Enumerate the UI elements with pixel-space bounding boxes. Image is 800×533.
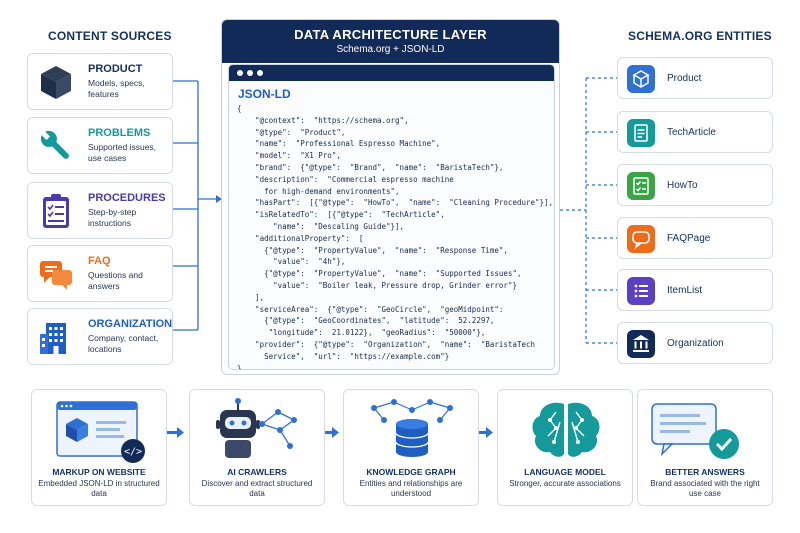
data-architecture-panel: DATA ARCHITECTURE LAYER Schema.org + JSO… — [221, 19, 560, 375]
code-line: for high-demand environments", — [237, 186, 400, 196]
source-description: Company, contact, locations — [88, 333, 159, 354]
source-title: ORGANIZATION — [88, 318, 173, 330]
window-dot-icon — [257, 70, 263, 76]
schema-entities-heading: SCHEMA.ORG ENTITIES — [628, 29, 772, 43]
code-line: "model": "X1 Pro", — [237, 151, 341, 161]
flow-step-title: AI CRAWLERS — [227, 467, 287, 477]
building-icon — [40, 323, 66, 354]
source-card-organization: ORGANIZATION Company, contact, locations — [27, 308, 173, 365]
code-line: { — [237, 104, 242, 113]
list-icon — [627, 277, 655, 305]
flow-step-title: KNOWLEDGE GRAPH — [366, 467, 456, 477]
source-card-product: PRODUCT Models, specs, features — [27, 53, 173, 110]
code-line: {"@type": "PropertyValue", "name": "Supp… — [237, 269, 522, 279]
cube-icon — [41, 66, 71, 99]
entity-label: TechArticle — [667, 127, 716, 138]
source-title: FAQ — [88, 255, 111, 267]
cube-icon — [627, 65, 655, 93]
source-card-problems: PROBLEMS Supported issues, use cases — [27, 117, 173, 174]
code-line: "name": "Descaling Guide"}], — [237, 221, 405, 231]
flow-step-knowledge-graph: KNOWLEDGE GRAPH Entities and relationshi… — [343, 389, 479, 506]
source-description: Supported issues, use cases — [88, 142, 157, 163]
entity-card-product: Product — [617, 57, 773, 99]
code-line: "name": "Professional Espresso Machine", — [237, 139, 441, 149]
entity-card-faqpage: FAQPage — [617, 217, 773, 259]
code-line: "hasPart": [{"@type": "HowTo", "name": "… — [237, 198, 554, 208]
code-line: "provider": {"@type": "Organization", "n… — [237, 339, 536, 349]
code-line: Service", "url": "https://example.com"} — [237, 351, 450, 361]
window-dot-icon — [237, 70, 243, 76]
source-card-procedures: PROCEDURES Step-by-step instructions — [27, 182, 173, 239]
source-card-faq: FAQ Questions and answers — [27, 245, 173, 302]
code-line: {"@type": "PropertyValue", "name": "Resp… — [237, 245, 508, 255]
code-line: "longitude": 21.0122}, "geoRadius": "500… — [237, 328, 486, 338]
entity-card-techarticle: TechArticle — [617, 111, 773, 153]
flow-step-description: Brand associated with the right use case — [650, 479, 760, 498]
code-window-titlebar — [229, 65, 554, 81]
entity-label: Product — [667, 73, 702, 84]
document-icon — [627, 119, 655, 147]
chat-bubbles-icon — [40, 261, 72, 290]
code-line: "@type": "Product", — [237, 127, 346, 137]
entity-label: FAQPage — [667, 233, 711, 244]
entity-card-howto: HowTo — [617, 164, 773, 206]
code-line: "serviceArea": {"@type": "GeoCircle", "g… — [237, 304, 504, 314]
panel-title: DATA ARCHITECTURE LAYER — [294, 27, 487, 42]
entity-card-organization: Organization — [617, 322, 773, 364]
entity-label: ItemList — [667, 285, 703, 296]
clipboard-checklist-icon — [43, 194, 69, 228]
flow-step-title: BETTER ANSWERS — [665, 467, 745, 477]
flow-step-language-model: LANGUAGE MODEL Stronger, accurate associ… — [497, 389, 633, 506]
code-line: ], — [237, 292, 265, 302]
source-description: Models, specs, features — [88, 78, 145, 99]
answer-check-icon — [651, 403, 739, 459]
code-line: "description": "Commercial espresso mach… — [237, 174, 454, 184]
flow-step-crawlers: AI CRAWLERS Discover and extract structu… — [189, 389, 325, 506]
robot-icon — [216, 398, 297, 458]
wrench-icon — [40, 130, 69, 159]
code-line: "@context": "https://schema.org", — [237, 115, 409, 125]
flow-step-better-answers: BETTER ANSWERS Brand associated with the… — [637, 389, 773, 506]
flow-step-description: Entities and relationships are understoo… — [359, 479, 463, 498]
webpage-code-icon: </> — [56, 401, 145, 463]
json-ld-code: { "@context": "https://schema.org", "@ty… — [237, 103, 554, 370]
code-line: } — [237, 363, 242, 370]
brain-icon — [532, 402, 600, 457]
checklist-icon — [627, 172, 655, 200]
flow-step-description: Stronger, accurate associations — [509, 479, 621, 488]
source-title: PROBLEMS — [88, 127, 151, 139]
flow-step-markup: </> MARKUP ON WEBSITE Embedded JSON-LD i… — [31, 389, 167, 506]
source-title: PRODUCT — [88, 63, 143, 75]
bank-icon — [627, 330, 655, 358]
entity-label: Organization — [667, 338, 724, 349]
code-line: "value": "4h"}, — [237, 257, 346, 267]
flow-step-title: MARKUP ON WEBSITE — [52, 467, 146, 477]
entity-label: HowTo — [667, 180, 698, 191]
flow-step-description: Discover and extract structured data — [201, 479, 313, 498]
source-description: Questions and answers — [88, 270, 143, 291]
chat-bubble-icon — [627, 225, 655, 253]
svg-text:</>: </> — [124, 447, 142, 458]
code-line: "additionalProperty": [ — [237, 233, 364, 243]
code-line: "isRelatedTo": [{"@type": "TechArticle", — [237, 210, 445, 220]
entity-card-itemlist: ItemList — [617, 269, 773, 311]
flow-step-description: Embedded JSON-LD in structured data — [38, 479, 160, 498]
code-line: "brand": {"@type": "Brand", "name": "Bar… — [237, 162, 504, 172]
code-line: "value": "Boiler leak, Pressure drop, Gr… — [237, 280, 517, 290]
source-description: Step-by-step instructions — [88, 207, 137, 228]
window-dot-icon — [247, 70, 253, 76]
json-ld-code-window: JSON-LD { "@context": "https://schema.or… — [228, 64, 555, 370]
code-label: JSON-LD — [238, 87, 291, 101]
source-title: PROCEDURES — [88, 192, 166, 204]
flow-step-title: LANGUAGE MODEL — [524, 467, 606, 477]
panel-header: DATA ARCHITECTURE LAYER Schema.org + JSO… — [222, 20, 559, 63]
code-line: {"@type": "GeoCoordinates", "latitude": … — [237, 316, 495, 326]
database-graph-icon — [371, 399, 453, 457]
panel-subtitle: Schema.org + JSON-LD — [336, 44, 445, 55]
content-sources-heading: CONTENT SOURCES — [48, 29, 172, 43]
